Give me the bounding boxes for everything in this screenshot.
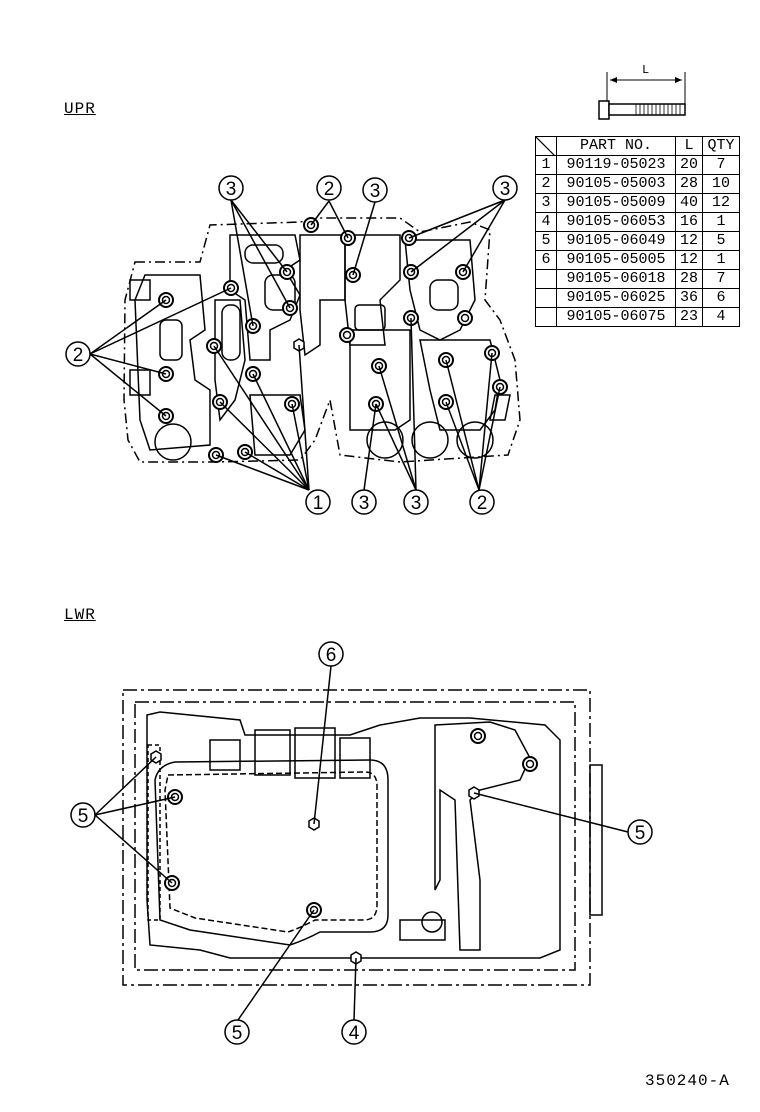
table-row: 5 90105-06049 12 5 bbox=[535, 231, 740, 251]
header-qty: QTY bbox=[702, 136, 740, 156]
table-row: 3 90105-05009 40 12 bbox=[535, 193, 740, 213]
row-qty: 7 bbox=[702, 269, 740, 289]
svg-text:6: 6 bbox=[326, 645, 337, 666]
row-length: 40 bbox=[675, 193, 703, 213]
callout-lwr-5-left: 5 bbox=[70, 802, 96, 828]
svg-text:5: 5 bbox=[78, 806, 89, 827]
table-row: 4 90105-06053 16 1 bbox=[535, 212, 740, 232]
lower-bolts bbox=[150, 728, 538, 965]
callout-upr-2-left: 2 bbox=[65, 341, 91, 367]
callout-lwr-5-bottom: 5 bbox=[224, 1019, 250, 1045]
svg-text:3: 3 bbox=[500, 179, 511, 200]
row-qty: 10 bbox=[702, 174, 740, 194]
row-part-no: 90105-05003 bbox=[556, 174, 676, 194]
callout-upr-3-top-mid: 3 bbox=[362, 177, 388, 203]
bolt-length-dimension-label: L bbox=[642, 63, 650, 77]
row-index: 3 bbox=[535, 193, 557, 213]
diagonal-header-cell bbox=[535, 136, 557, 156]
svg-text:5: 5 bbox=[635, 823, 646, 844]
row-part-no: 90105-05005 bbox=[556, 250, 676, 270]
svg-text:3: 3 bbox=[411, 493, 422, 514]
row-part-no: 90105-06075 bbox=[556, 307, 676, 327]
lower-section-label: LWR bbox=[64, 606, 96, 624]
row-qty: 7 bbox=[702, 155, 740, 175]
callout-upr-2-top: 2 bbox=[316, 175, 342, 201]
svg-text:3: 3 bbox=[370, 181, 381, 202]
row-index: 2 bbox=[535, 174, 557, 194]
row-length: 12 bbox=[675, 250, 703, 270]
row-length: 16 bbox=[675, 212, 703, 232]
callout-upr-3-top-left: 3 bbox=[218, 175, 244, 201]
table-row: 2 90105-05003 28 10 bbox=[535, 174, 740, 194]
callout-lwr-5-right: 5 bbox=[627, 819, 653, 845]
row-part-no: 90105-06018 bbox=[556, 269, 676, 289]
table-row: 90105-06025 36 6 bbox=[535, 288, 740, 308]
row-index: 6 bbox=[535, 250, 557, 270]
svg-text:2: 2 bbox=[324, 179, 335, 200]
bolt-illustration bbox=[598, 72, 686, 120]
svg-text:3: 3 bbox=[359, 493, 370, 514]
row-part-no: 90119-05023 bbox=[556, 155, 676, 175]
svg-text:4: 4 bbox=[349, 1023, 360, 1044]
callout-upr-3-top-right: 3 bbox=[492, 175, 518, 201]
row-qty: 5 bbox=[702, 231, 740, 251]
upper-section-label: UPR bbox=[64, 100, 96, 118]
table-row: 6 90105-05005 12 1 bbox=[535, 250, 740, 270]
row-length: 20 bbox=[675, 155, 703, 175]
row-qty: 6 bbox=[702, 288, 740, 308]
lower-valve-body bbox=[122, 689, 603, 986]
svg-text:3: 3 bbox=[226, 179, 237, 200]
row-length: 28 bbox=[675, 174, 703, 194]
table-header-row: PART NO. L QTY bbox=[535, 136, 740, 156]
callout-upr-3-bottom-a: 3 bbox=[351, 489, 377, 515]
row-part-no: 90105-05009 bbox=[556, 193, 676, 213]
row-length: 23 bbox=[675, 307, 703, 327]
table-row: 90105-06018 28 7 bbox=[535, 269, 740, 289]
row-qty: 1 bbox=[702, 250, 740, 270]
row-index: 1 bbox=[535, 155, 557, 175]
row-index: 5 bbox=[535, 231, 557, 251]
callout-upr-3-bottom-b: 3 bbox=[403, 489, 429, 515]
row-length: 36 bbox=[675, 288, 703, 308]
callouts: 3 2 3 3 2 1 3 3 2 6 5 5 5 4 bbox=[65, 175, 653, 1045]
row-length: 28 bbox=[675, 269, 703, 289]
bolt-parts-table: PART NO. L QTY 1 90119-05023 20 7 2 9010… bbox=[535, 136, 740, 327]
lower-leader-lines bbox=[94, 665, 629, 1021]
row-qty: 12 bbox=[702, 193, 740, 213]
svg-text:5: 5 bbox=[232, 1023, 243, 1044]
header-length: L bbox=[675, 136, 703, 156]
svg-text:1: 1 bbox=[313, 493, 324, 514]
figure-id: 350240-A bbox=[645, 1072, 730, 1090]
header-part-no: PART NO. bbox=[556, 136, 676, 156]
row-index bbox=[535, 307, 557, 327]
row-index bbox=[535, 288, 557, 308]
upper-valve-body bbox=[123, 217, 521, 463]
svg-text:2: 2 bbox=[477, 493, 488, 514]
row-length: 12 bbox=[675, 231, 703, 251]
row-part-no: 90105-06049 bbox=[556, 231, 676, 251]
callout-upr-2-bottom: 2 bbox=[469, 489, 495, 515]
row-index bbox=[535, 269, 557, 289]
row-part-no: 90105-06053 bbox=[556, 212, 676, 232]
table-row: 1 90119-05023 20 7 bbox=[535, 155, 740, 175]
svg-text:2: 2 bbox=[73, 345, 84, 366]
upper-leader-lines bbox=[89, 199, 506, 491]
callout-lwr-4-bottom: 4 bbox=[341, 1019, 367, 1045]
table-row: 90105-06075 23 4 bbox=[535, 307, 740, 327]
callout-lwr-6: 6 bbox=[318, 641, 344, 667]
row-qty: 1 bbox=[702, 212, 740, 232]
row-index: 4 bbox=[535, 212, 557, 232]
row-part-no: 90105-06025 bbox=[556, 288, 676, 308]
row-qty: 4 bbox=[702, 307, 740, 327]
callout-upr-1-bottom: 1 bbox=[305, 489, 331, 515]
